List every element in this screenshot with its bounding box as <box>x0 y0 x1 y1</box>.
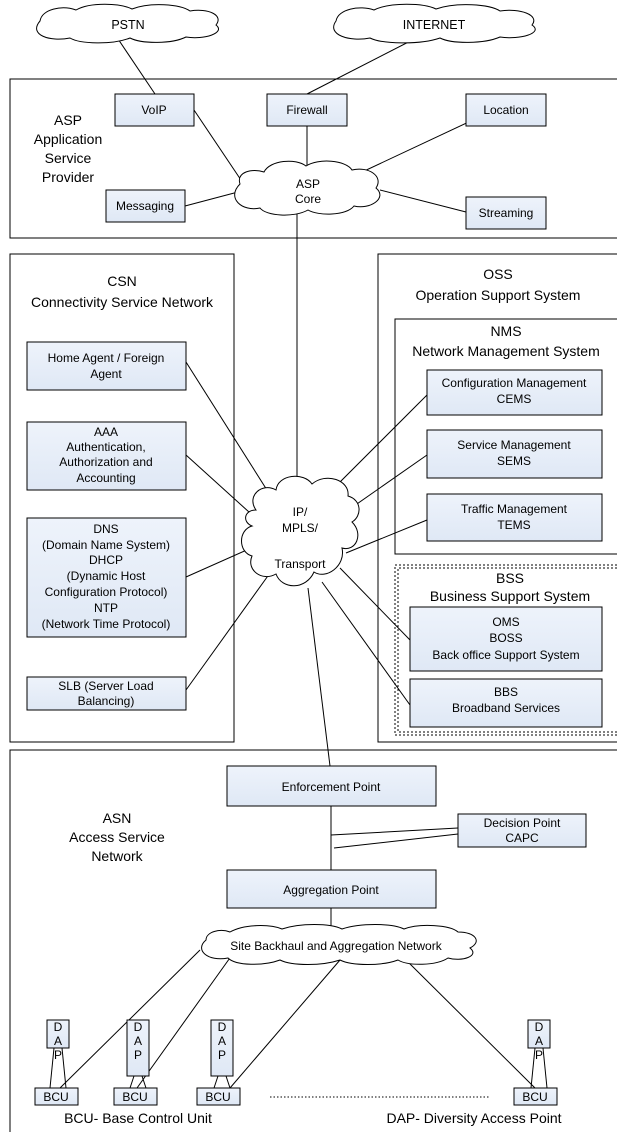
bcu-label: BCU <box>43 1090 68 1104</box>
aggregation-point-box <box>226 869 437 909</box>
bss-region-inner <box>397 567 617 733</box>
bcu-box <box>196 1087 241 1106</box>
dns-dhcp-ntp-box <box>26 517 187 638</box>
bcu-box <box>34 1087 79 1106</box>
dns-dhcp-ntp-label: DNS(Domain Name System)DHCP(Dynamic Host… <box>42 522 171 631</box>
enforcement-point-label: Enforcement Point <box>282 780 381 794</box>
service-management-box <box>426 429 603 479</box>
bcu-legend: BCU- Base Control Unit <box>64 1110 212 1126</box>
ip-mpls-label: IP/MPLS/Transport <box>275 505 327 571</box>
aaa-box <box>26 421 187 491</box>
ip-mpls-transport-cloud <box>241 475 360 587</box>
bcu-box <box>513 1087 558 1106</box>
slb-box <box>26 676 187 711</box>
streaming-box <box>465 196 547 230</box>
oss-region <box>377 253 617 743</box>
messaging-label: Messaging <box>116 199 174 213</box>
firewall-box <box>266 93 348 127</box>
bcu-label: BCU <box>205 1090 230 1104</box>
pstn-cloud <box>36 3 219 44</box>
messaging-box <box>105 189 186 223</box>
enforcement-point-box <box>226 765 437 807</box>
dap-box <box>126 1019 150 1077</box>
bcu-label: BCU <box>122 1090 147 1104</box>
asp-region <box>9 78 617 239</box>
traffic-management-box <box>426 493 603 542</box>
asn-region <box>9 749 617 1132</box>
site-backhaul-cloud <box>201 924 477 965</box>
bcu-label: BCU <box>522 1090 547 1104</box>
voip-box <box>114 93 195 127</box>
decision-point-box <box>457 813 587 848</box>
voip-label: VoIP <box>141 103 166 117</box>
csn-region <box>9 253 235 743</box>
site-backhaul-label: Site Backhaul and Aggregation Network <box>230 939 442 953</box>
config-management-box <box>426 369 603 416</box>
asp-core-cloud <box>234 160 381 216</box>
dap-legend: DAP- Diversity Access Point <box>386 1110 561 1126</box>
firewall-label: Firewall <box>286 103 327 117</box>
internet-label: INTERNET <box>403 18 466 32</box>
dap-box <box>210 1019 234 1077</box>
location-box <box>465 93 547 127</box>
dap-box <box>46 1019 70 1049</box>
pstn-label: PSTN <box>111 18 144 32</box>
internet-cloud <box>333 3 536 44</box>
bbs-box <box>409 678 603 728</box>
location-label: Location <box>483 103 528 117</box>
bcu-box <box>113 1087 158 1106</box>
home-agent-box <box>26 341 187 391</box>
dap-box <box>527 1019 551 1049</box>
streaming-label: Streaming <box>479 206 534 220</box>
oms-boss-box <box>409 606 603 672</box>
aggregation-point-label: Aggregation Point <box>283 883 379 897</box>
nms-region <box>394 318 617 555</box>
